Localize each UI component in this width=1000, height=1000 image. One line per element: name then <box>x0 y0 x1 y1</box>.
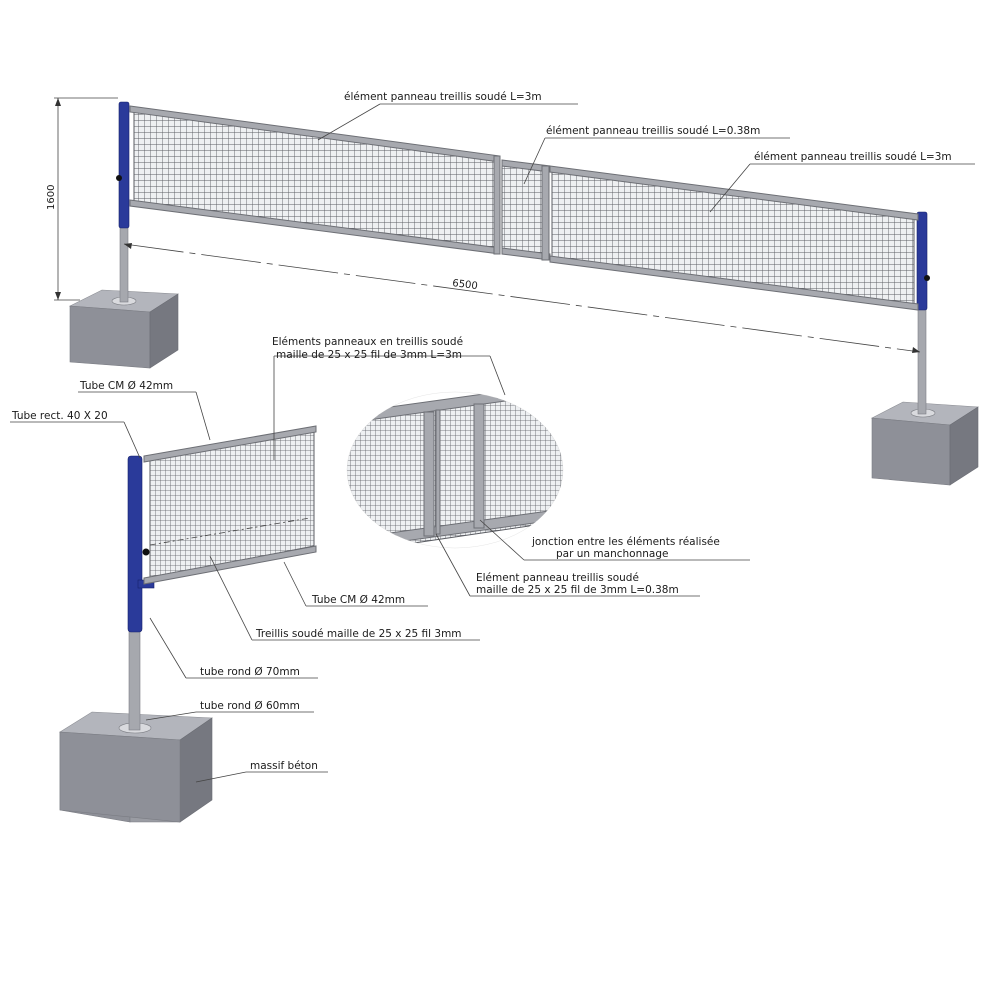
concrete-block-detail <box>59 711 213 823</box>
dimension-length-value: 6500 <box>452 278 479 292</box>
label-junction-line1: jonction entre les éléments réalisée <box>531 536 720 548</box>
full-net-assembly <box>54 97 979 486</box>
concrete-block-left <box>68 289 179 369</box>
post-left <box>116 101 130 303</box>
label-panel-mid: élément panneau treillis soudé L=0.38m <box>546 125 760 137</box>
label-small-panel-line1: Elément panneau treillis soudé <box>476 572 639 584</box>
leader-panel-mid <box>523 137 546 185</box>
leader-panel-right <box>709 163 751 213</box>
label-panel-left: élément panneau treillis soudé L=3m <box>344 91 542 103</box>
panel-detail <box>143 425 317 585</box>
panel-mid-038m <box>501 159 551 261</box>
concrete-block-right <box>870 401 979 486</box>
dimension-height-value: 1600 <box>46 185 57 210</box>
post-right <box>916 211 930 415</box>
label-tube-60: tube rond Ø 60mm <box>200 700 300 712</box>
leader-panel-left <box>317 103 381 141</box>
label-concrete: massif béton <box>250 760 318 772</box>
label-small-panel-line2: maille de 25 x 25 fil de 3mm L=0.38m <box>476 584 679 596</box>
label-panels-line2: maille de 25 x 25 fil de 3mm L=3m <box>276 349 462 361</box>
label-tube-bottom: Tube CM Ø 42mm <box>311 594 405 606</box>
dimension-length <box>123 243 921 353</box>
label-tube-70: tube rond Ø 70mm <box>200 666 300 678</box>
panel-left-3m <box>129 105 501 255</box>
label-mesh: Treillis soudé maille de 25 x 25 fil 3mm <box>255 628 462 640</box>
dimension-height <box>54 97 118 301</box>
detail-junction <box>346 391 564 549</box>
label-junction-line2: par un manchonnage <box>556 548 668 560</box>
label-panel-right: élément panneau treillis soudé L=3m <box>754 151 952 163</box>
label-tube-top: Tube CM Ø 42mm <box>79 380 173 392</box>
detail-post-assembly <box>59 425 317 823</box>
panel-right-3m <box>549 165 919 311</box>
label-tube-rect: Tube rect. 40 X 20 <box>11 410 108 422</box>
detail-leaders <box>10 355 750 783</box>
label-panels: Eléments panneaux en treillis soudé <box>272 336 463 348</box>
